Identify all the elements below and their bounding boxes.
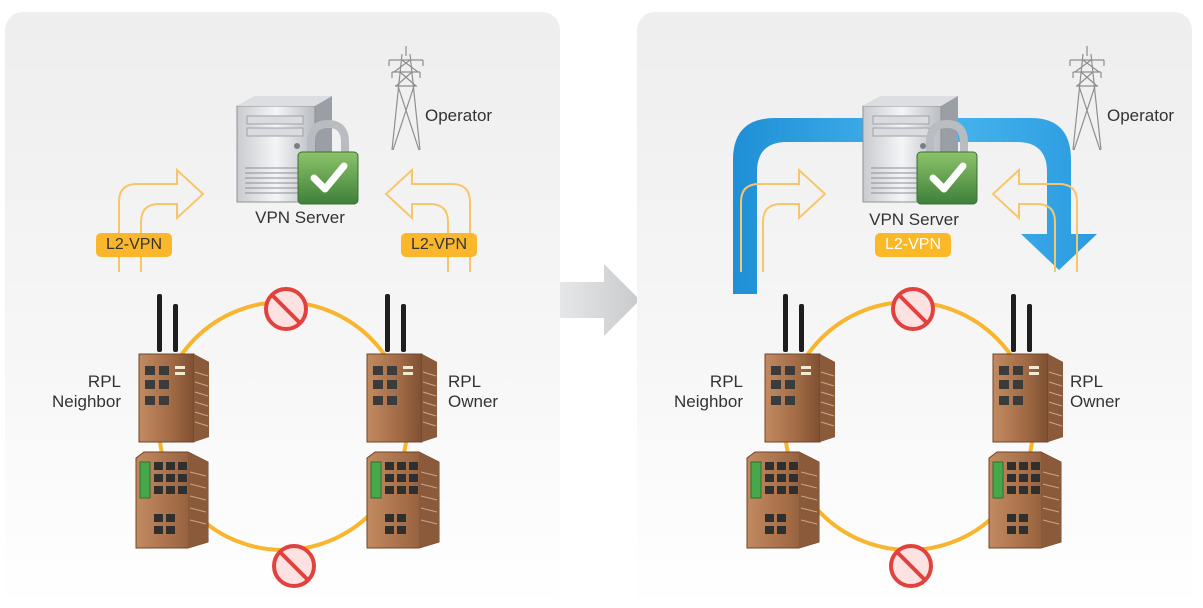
cellular-router-icon: [992, 293, 1064, 443]
panel-before: VPN Server Operator L2-VPN L2-VPN RPL Ne…: [5, 12, 560, 608]
label-line: RPL: [87, 372, 121, 391]
operator-label: Operator: [425, 106, 493, 125]
rpl-owner-label: RPL Owner: [448, 372, 498, 412]
rpl-owner-label: RPL Owner: [1070, 372, 1120, 412]
industrial-switch-icon: [746, 451, 820, 549]
industrial-switch-icon: [988, 451, 1062, 549]
power-tower-icon: [388, 45, 424, 151]
industrial-switch-icon: [135, 451, 209, 549]
blocked-link-icon: [889, 544, 933, 588]
l2vpn-badge: L2-VPN: [874, 233, 952, 257]
panel-after: VPN Server Operator L2-VPN RPL Neighbor …: [637, 12, 1192, 608]
label-line: Owner: [448, 392, 499, 411]
label-line: Neighbor: [52, 392, 121, 411]
vpn-server-label: VPN Server: [869, 210, 959, 229]
label-line: RPL: [709, 372, 743, 391]
cellular-router-icon: [138, 293, 210, 443]
blocked-link-icon: [264, 287, 308, 331]
cellular-router-icon: [366, 293, 438, 443]
diagram-after: [733, 45, 1105, 588]
blocked-link-icon: [891, 287, 935, 331]
label-line: RPL: [448, 372, 482, 391]
label-line: Owner: [1070, 392, 1121, 411]
power-tower-icon: [1069, 45, 1105, 151]
diagram-before: [118, 45, 471, 588]
transition-arrow-icon: [560, 264, 640, 336]
l2vpn-badge: L2-VPN: [95, 233, 173, 257]
rpl-neighbor-label: RPL Neighbor: [667, 372, 743, 412]
cellular-router-icon: [764, 293, 836, 443]
label-line: Neighbor: [674, 392, 743, 411]
vpn-server-label: VPN Server: [255, 208, 345, 227]
operator-label: Operator: [1107, 106, 1175, 125]
industrial-switch-icon: [366, 451, 440, 549]
label-line: RPL: [1070, 372, 1104, 391]
l2vpn-badge: L2-VPN: [400, 233, 478, 257]
rpl-neighbor-label: RPL Neighbor: [45, 372, 121, 412]
blocked-link-icon: [272, 544, 316, 588]
vpn-tunnel-arrow: [733, 118, 1097, 294]
